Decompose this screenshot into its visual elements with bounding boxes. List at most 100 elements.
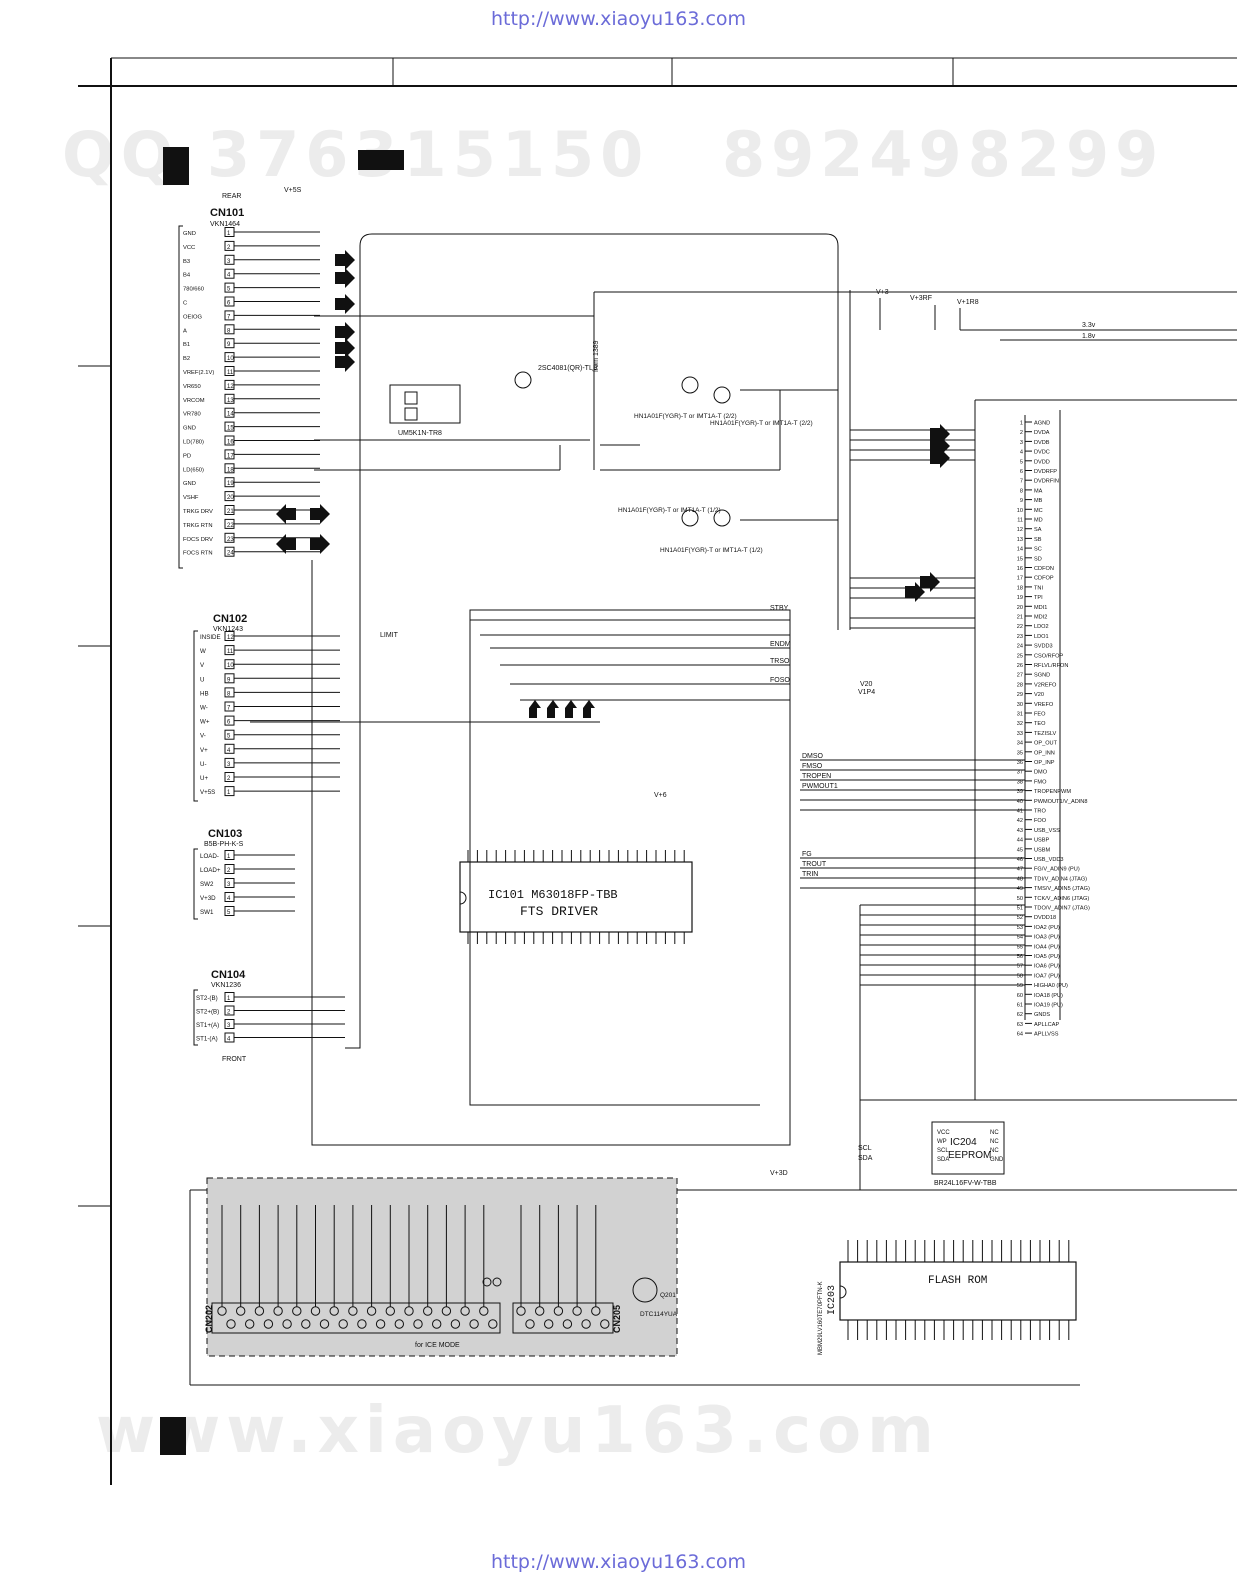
- dsp-pin-label: MD: [1034, 518, 1043, 524]
- cn101-pin-number: 14: [227, 412, 234, 418]
- cn202-pin-bottom: [394, 1319, 404, 1329]
- dsp-pin-label: SGND: [1034, 673, 1050, 679]
- cn102-pin-number: 3: [227, 762, 231, 768]
- cn103-pin-number: 4: [227, 896, 231, 902]
- cn104-ref: CN104: [211, 969, 246, 981]
- cn101-pin-label: VCC: [183, 245, 195, 251]
- dsp-pin-number: 39: [1017, 789, 1023, 795]
- dsp-pin-number: 55: [1017, 944, 1023, 950]
- dsp-pin-label: TEZISLV: [1034, 731, 1057, 737]
- dsp-pin-label: TNI: [1034, 585, 1043, 591]
- sig-trout: TROUT: [802, 861, 827, 868]
- cn101-pin-number: 24: [227, 551, 234, 557]
- dsp-pin-number: 64: [1017, 1032, 1023, 1038]
- cn102-pin-number: 10: [227, 663, 234, 669]
- cn102-pin-label: V+: [200, 747, 208, 754]
- dsp-pin-label: FG/V_ADIN9 (PU): [1034, 867, 1080, 873]
- cn101-pin-label: B4: [183, 273, 191, 279]
- dsp-pin-number: 40: [1017, 799, 1023, 805]
- cn103-pin-number: 2: [227, 868, 231, 874]
- dsp-pin-number: 26: [1017, 663, 1023, 669]
- footer-url[interactable]: http://www.xiaoyu163.com: [490, 1551, 747, 1573]
- header-url[interactable]: http://www.xiaoyu163.com: [490, 8, 747, 30]
- dsp-pin-label: MC: [1034, 508, 1043, 514]
- dsp-pin-label: PWMOUT1/V_ADIN8: [1034, 799, 1087, 805]
- q7-q9-pair: HN1A01F(YGR)-T or IMT1A-T (1/2) HN1A01F(…: [618, 507, 763, 554]
- dsp-pin-label: DVDRFIN: [1034, 479, 1059, 485]
- sig-trso: TRSO: [770, 658, 790, 665]
- sig-trin: TRIN: [802, 871, 818, 878]
- cn104-part: VKN1236: [211, 982, 241, 989]
- ic204-eeprom: IC204 EEPROM BR24L16FV-W-TBB VCC WP SCL …: [931, 1121, 1005, 1187]
- dsp-pin-number: 16: [1017, 566, 1023, 572]
- dsp-pin-label: SVDD3: [1034, 644, 1053, 650]
- cn101-pin-label: LD(650): [183, 467, 204, 473]
- scl-label: SCL: [858, 1145, 872, 1152]
- dsp-pin-label: IOA19 (PU): [1034, 1003, 1063, 1009]
- cn101-pin-label: B1: [183, 342, 190, 348]
- dsp-pin-number: 59: [1017, 983, 1023, 989]
- dsp-pin-label: IOA6 (PU): [1034, 964, 1060, 970]
- cn101-pin-label: GND: [183, 231, 196, 237]
- dsp-pin-number: 52: [1017, 915, 1023, 921]
- cn205-label: CN205: [612, 1305, 622, 1333]
- cn202-pin-bottom: [450, 1319, 461, 1329]
- dsp-pin-label: DMO: [1034, 770, 1048, 776]
- cn202-pin-bottom: [357, 1319, 367, 1329]
- dsp-pin-label: OP_INP: [1034, 760, 1055, 766]
- cn101-rear-label: REAR: [222, 193, 241, 200]
- dsp-pin-number: 12: [1017, 527, 1023, 533]
- signal-arrows: [276, 250, 950, 718]
- from-label: from 1389: [593, 340, 600, 372]
- dsp-pin-label: TROPENPWM: [1034, 789, 1071, 795]
- cn101-part: VKN1464: [210, 221, 240, 228]
- cn202-pin-bottom: [319, 1319, 330, 1329]
- cn202-pin-bottom: [282, 1319, 292, 1329]
- rail-v6: V+6: [654, 792, 667, 799]
- dsp-pin-number: 3: [1020, 440, 1023, 446]
- cn102-pin-label: U-: [200, 761, 207, 768]
- ic101-name: IC101 M63018FP-TBB: [488, 888, 618, 902]
- dsp-pin-number: 24: [1017, 644, 1023, 650]
- dsp-pin-number: 35: [1017, 750, 1023, 756]
- ic203-function: FLASH ROM: [928, 1275, 987, 1287]
- q5-transistor: UM5K1N-TR8: [389, 384, 461, 437]
- sig-foso: FOSO: [770, 677, 790, 684]
- dsp-pin-number: 20: [1017, 605, 1023, 611]
- dsp-pin-label: DVDB: [1034, 440, 1050, 446]
- dsp-pin-label: APLLCAP: [1034, 1022, 1059, 1028]
- dsp-pin-number: 41: [1017, 809, 1023, 815]
- cn103-pin-number: 3: [227, 882, 231, 888]
- cn102-pin-number: 5: [227, 734, 231, 740]
- cn101-pin-number: 15: [227, 426, 234, 432]
- cn101-pin-label: B3: [183, 259, 190, 265]
- cn205-pin-bottom: [525, 1319, 535, 1329]
- cn104-pin-number: 2: [227, 1010, 231, 1016]
- dsp-pin-number: 61: [1017, 1003, 1023, 1009]
- dsp-pin-number: 8: [1020, 488, 1023, 494]
- sda-label: SDA: [858, 1155, 873, 1162]
- cn202-pin-bottom: [488, 1319, 498, 1329]
- cn101-pin-label: VRCOM: [183, 398, 205, 404]
- q6-part: HN1A01F(YGR)-T or IMT1A-T (2/2): [634, 413, 737, 420]
- section-marker: [163, 147, 189, 185]
- ic204-pin-nc3: NC: [990, 1148, 999, 1154]
- dsp-pin-number: 45: [1017, 847, 1023, 853]
- dsp-pin-number: 7: [1020, 479, 1023, 485]
- dsp-pin-label: MA: [1034, 488, 1043, 494]
- ic101-driver: IC101 M63018FP-TBB FTS DRIVER: [459, 850, 693, 944]
- dsp-pin-number: 51: [1017, 906, 1023, 912]
- cn101-pin-label: VREF(2.1V): [183, 370, 214, 376]
- dsp-pin-number: 46: [1017, 857, 1023, 863]
- dsp-pin-number: 47: [1017, 867, 1023, 873]
- cn102-pin-label: W: [200, 648, 206, 655]
- cn104-pin-label: ST1+(A): [196, 1022, 219, 1029]
- sig-stby: STBY: [770, 605, 789, 612]
- signal-labels: TRSO FOSO DMSO FMSO TROPEN PWMOUT1 ENDM …: [380, 605, 838, 878]
- section-marker-3: [160, 1417, 186, 1455]
- cn102-part: VKN1243: [213, 626, 243, 633]
- dsp-pin-number: 21: [1017, 615, 1023, 621]
- dsp-pin-number: 42: [1017, 818, 1023, 824]
- dsp-pin-label: USBP: [1034, 838, 1050, 844]
- cn202-pin-bottom: [263, 1319, 274, 1329]
